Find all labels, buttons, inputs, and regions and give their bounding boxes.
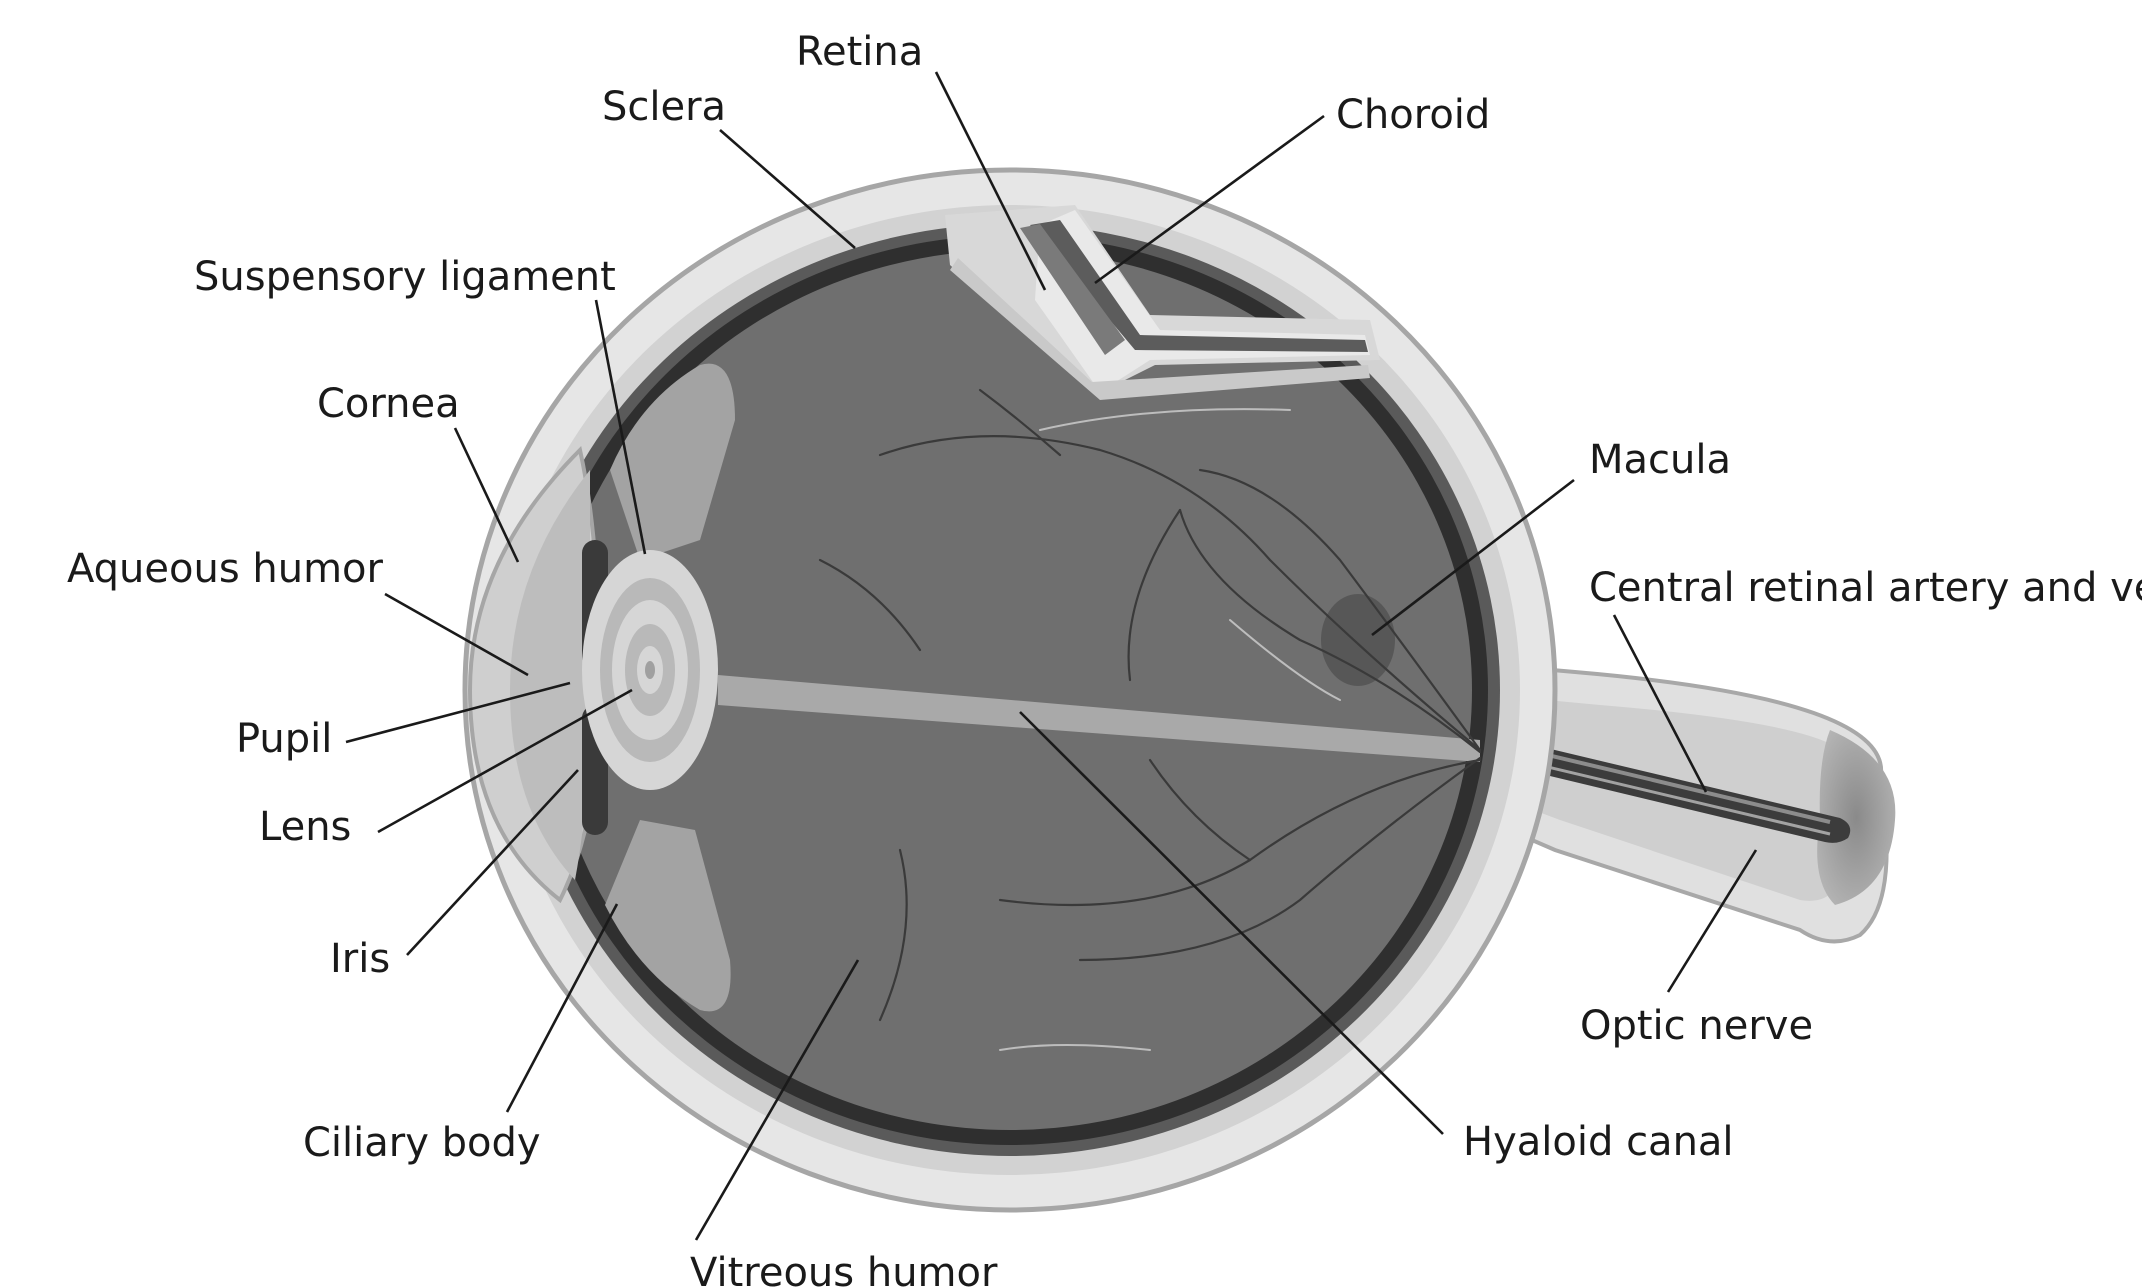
label-macula: Macula — [1589, 437, 1731, 483]
label-lens: Lens — [259, 804, 351, 850]
macula-shape — [1321, 594, 1395, 686]
ciliary-body-shape — [605, 363, 735, 1012]
label-central-retinal-artery-and-vein: Central retinal artery and vein — [1589, 565, 2142, 611]
label-iris: Iris — [330, 936, 390, 982]
lens-shape — [582, 550, 718, 790]
label-hyaloid-canal: Hyaloid canal — [1463, 1119, 1734, 1165]
label-pupil: Pupil — [236, 716, 332, 762]
label-retina: Retina — [796, 29, 923, 75]
label-sclera: Sclera — [602, 84, 726, 130]
hyaloid-canal-shape — [718, 675, 1480, 762]
label-vitreous-humor: Vitreous humor — [690, 1250, 998, 1288]
labels: Retina Sclera Choroid Suspensory ligamen… — [67, 29, 2142, 1288]
leader-lines — [345, 71, 1758, 1241]
label-suspensory-ligament: Suspensory ligament — [194, 254, 616, 300]
layer-cutaway — [945, 205, 1380, 400]
label-cornea: Cornea — [317, 381, 460, 427]
vitreous-body-shape — [548, 250, 1472, 1130]
label-choroid: Choroid — [1336, 92, 1490, 138]
label-ciliary-body: Ciliary body — [303, 1120, 541, 1166]
label-aqueous-humor: Aqueous humor — [67, 546, 384, 592]
label-optic-nerve: Optic nerve — [1580, 1003, 1813, 1049]
retinal-vessels — [818, 388, 1482, 1051]
